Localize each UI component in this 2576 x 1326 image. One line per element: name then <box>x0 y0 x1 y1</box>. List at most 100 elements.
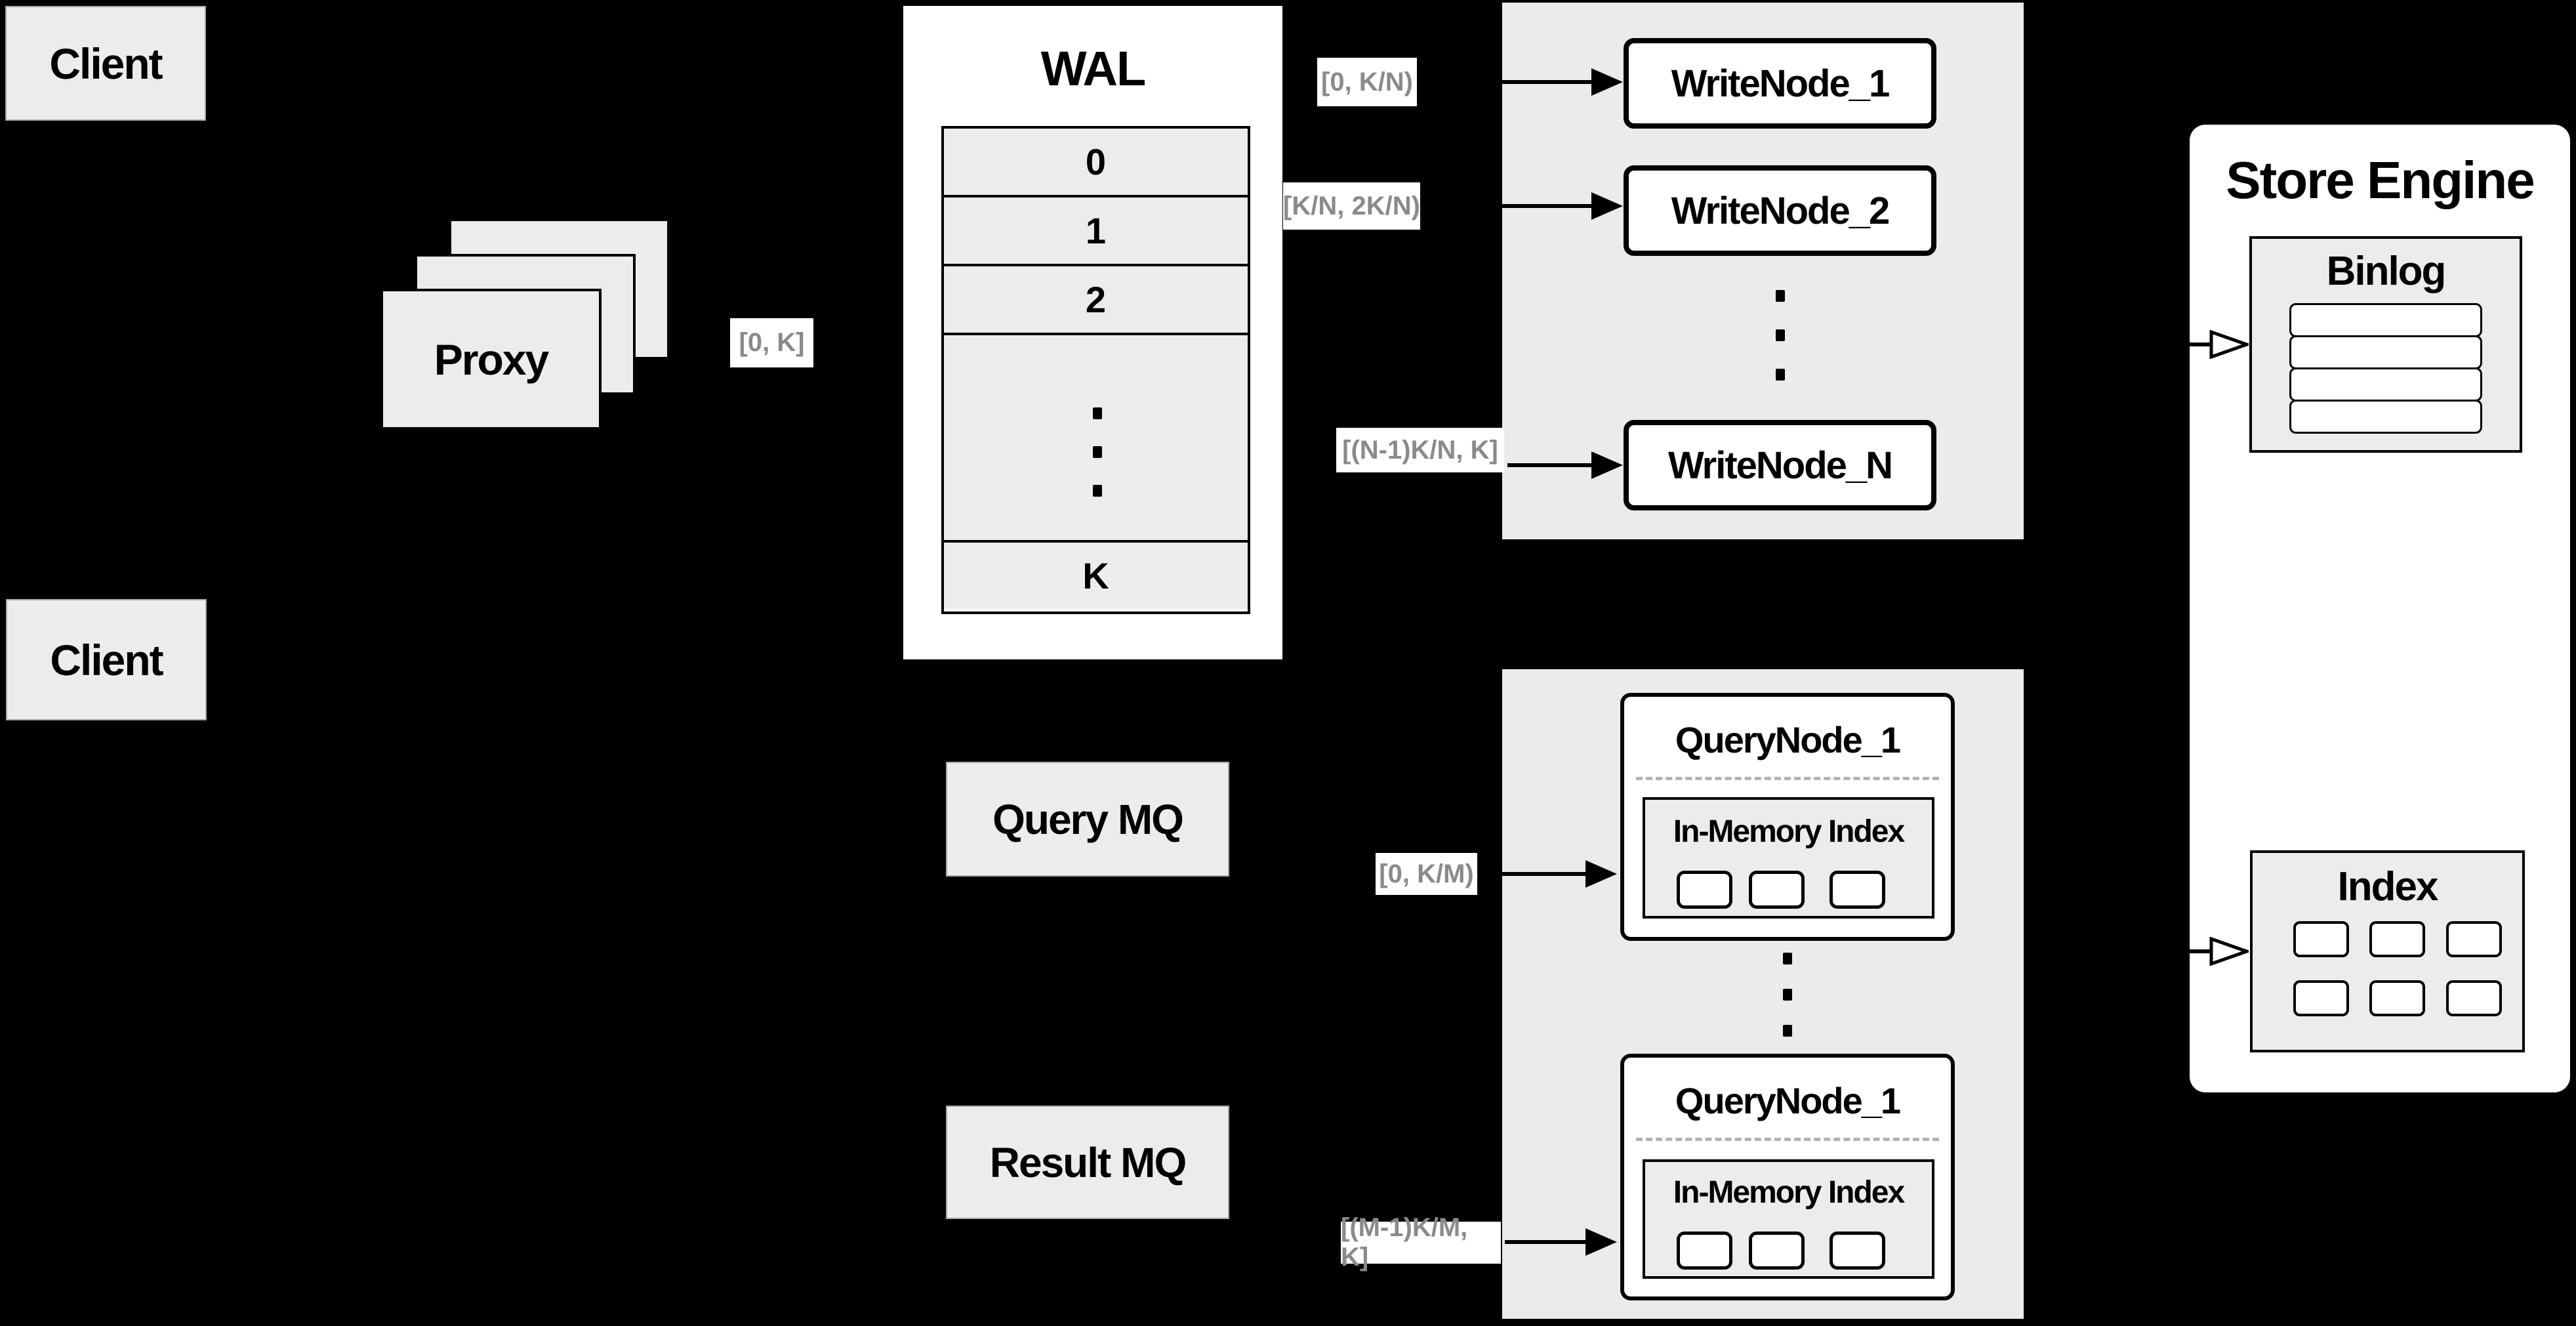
writenode-n-box: WriteNode_N <box>1624 420 1936 510</box>
arrow-line-writenode2 <box>1423 204 1592 208</box>
proxy-label: Proxy <box>434 335 549 384</box>
binlog-row <box>2289 367 2482 402</box>
arrow-line-writenodeN <box>1507 463 1592 467</box>
range-label-writenodeN-text: [(N-1)K/N, K] <box>1342 435 1498 465</box>
arrow-head-writenode2-icon <box>1591 192 1623 220</box>
wal-title: WAL <box>903 41 1282 96</box>
segment-cell <box>1677 871 1732 909</box>
binlog-box: Binlog <box>2249 236 2522 453</box>
segment-cell <box>1749 871 1805 909</box>
result-mq-box: Result MQ <box>946 1106 1229 1219</box>
querynode-1-title-text: QueryNode_1 <box>1675 718 1901 760</box>
arrow-head-querynode1-icon <box>1585 860 1617 888</box>
arrow-head-writenodeN-icon <box>1591 451 1623 479</box>
wal-segment-0-text: 0 <box>1085 141 1107 182</box>
proxy-card-front: Proxy <box>380 289 602 430</box>
range-label-writenodeN: [(N-1)K/N, K] <box>1336 428 1504 472</box>
writenode-1-box: WriteNode_1 <box>1624 38 1936 129</box>
segment-cell <box>1830 1232 1885 1270</box>
querynode-1-title: QueryNode_1 <box>1624 716 1951 762</box>
querynode-1-inmemory-box: In-Memory Index <box>1643 797 1934 919</box>
client-top-label: Client <box>49 39 163 88</box>
index-cell <box>2446 980 2502 1016</box>
index-box: Index <box>2250 850 2525 1052</box>
binlog-row <box>2289 335 2482 369</box>
wal-segment-ellipsis <box>944 335 1248 543</box>
querynode-1-inmemory-title-text: In-Memory Index <box>1673 814 1905 849</box>
querynode-2-divider <box>1636 1138 1939 1141</box>
arrow-line-querynode2 <box>1505 1240 1586 1244</box>
query-mq-box: Query MQ <box>946 762 1229 877</box>
index-cell <box>2369 980 2425 1016</box>
wal-title-text: WAL <box>1040 41 1146 96</box>
range-label-writenode1: [0, K/N) <box>1317 58 1417 106</box>
writenode-1-label: WriteNode_1 <box>1671 62 1890 105</box>
wal-segment-2: 2 <box>944 266 1248 335</box>
result-mq-label: Result MQ <box>989 1138 1187 1186</box>
store-engine-box: Store Engine Binlog Index <box>2190 125 2570 1092</box>
index-cell <box>2369 921 2425 957</box>
client-top-box: Client <box>5 6 206 121</box>
querynode-1-box: QueryNode_1 In-Memory Index <box>1620 693 1955 941</box>
client-bottom-label: Client <box>50 635 163 684</box>
range-label-writenode2-text: [K/N, 2K/N) <box>1283 191 1420 220</box>
arrow-head-writenode1-icon <box>1591 68 1623 96</box>
wal-segment-0: 0 <box>944 129 1248 197</box>
range-label-querynode2-text: [(M-1)K/M, K] <box>1341 1213 1468 1272</box>
segment-cell <box>1677 1232 1732 1270</box>
index-title: Index <box>2253 863 2522 909</box>
querynode-1-inmemory-title: In-Memory Index <box>1645 812 1932 851</box>
wal-segment-k-text: K <box>1082 555 1109 596</box>
range-label-writenode2: [K/N, 2K/N) <box>1283 182 1420 230</box>
writenode-n-label: WriteNode_N <box>1667 444 1893 487</box>
store-engine-title: Store Engine <box>2190 151 2570 210</box>
binlog-title: Binlog <box>2252 248 2520 294</box>
querynode-2-title: QueryNode_1 <box>1624 1077 1951 1123</box>
wal-segment-1-text: 1 <box>1085 210 1107 251</box>
ellipsis-dot <box>1783 953 1792 964</box>
querynode-2-inmemory-title: In-Memory Index <box>1645 1172 1932 1212</box>
arrow-line-index <box>2129 949 2212 953</box>
ellipsis-dot <box>1776 290 1785 302</box>
index-cell <box>2293 980 2349 1016</box>
wal-segment-1: 1 <box>944 197 1248 266</box>
binlog-title-text: Binlog <box>2326 248 2447 294</box>
range-label-proxy-wal-text: [0, K] <box>739 328 805 357</box>
wal-segment-2-text: 2 <box>1085 279 1107 320</box>
querynode-2-box: QueryNode_1 In-Memory Index <box>1620 1054 1955 1300</box>
binlog-row <box>2289 303 2482 337</box>
binlog-row <box>2289 400 2482 434</box>
range-label-querynode2: [(M-1)K/M, K] <box>1341 1213 1501 1272</box>
wal-box: WAL 0 1 2 K <box>901 4 1284 661</box>
open-arrow-head-binlog-icon <box>2209 330 2249 359</box>
ellipsis-dot <box>1093 485 1102 497</box>
querynode-1-divider <box>1636 777 1939 780</box>
ellipsis-dot <box>1783 1025 1792 1037</box>
arrow-line-binlog <box>2129 342 2212 346</box>
arrow-line-writenode1 <box>1420 80 1592 84</box>
wal-segment-k: K <box>944 543 1248 609</box>
writenode-2-box: WriteNode_2 <box>1624 165 1936 256</box>
ellipsis-dot <box>1776 369 1785 381</box>
querynode-2-title-text: QueryNode_1 <box>1675 1079 1901 1121</box>
index-title-text: Index <box>2337 863 2439 909</box>
segment-cell <box>1830 871 1885 909</box>
store-engine-title-text: Store Engine <box>2226 151 2535 209</box>
range-label-querynode1-text: [0, K/M) <box>1379 859 1474 888</box>
arrow-line-querynode1 <box>1481 872 1586 876</box>
range-label-querynode1: [0, K/M) <box>1376 853 1477 895</box>
writenode-2-label: WriteNode_2 <box>1671 189 1890 232</box>
ellipsis-dot <box>1093 446 1102 458</box>
ellipsis-dot <box>1093 407 1102 419</box>
range-label-proxy-wal: [0, K] <box>730 318 813 367</box>
open-arrow-head-index-icon <box>2209 937 2249 966</box>
querynode-2-inmemory-box: In-Memory Index <box>1643 1159 1934 1279</box>
index-cell <box>2293 921 2349 957</box>
range-label-writenode1-text: [0, K/N) <box>1321 67 1413 96</box>
querynode-2-inmemory-title-text: In-Memory Index <box>1673 1174 1905 1210</box>
ellipsis-dot <box>1783 989 1792 1001</box>
binlog-rows <box>2289 303 2482 434</box>
client-bottom-box: Client <box>6 599 207 720</box>
wal-segment-table: 0 1 2 K <box>941 126 1250 614</box>
